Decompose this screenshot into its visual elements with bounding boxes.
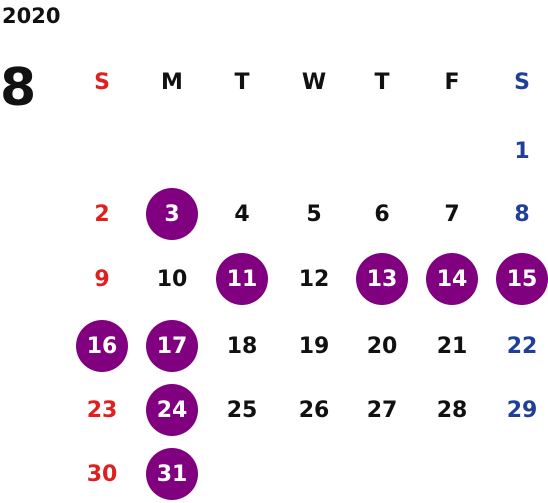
month-label: 8: [0, 58, 37, 118]
weekday-header: W: [301, 69, 327, 95]
calendar-day[interactable]: 1: [514, 138, 530, 164]
weekday-header: F: [444, 69, 460, 95]
year-label: 2020: [2, 4, 61, 28]
calendar-day-highlighted[interactable]: 16: [76, 320, 128, 372]
calendar-day-highlighted[interactable]: 14: [426, 253, 478, 305]
calendar-day[interactable]: 29: [506, 397, 538, 423]
weekday-header: S: [94, 69, 110, 95]
calendar-day[interactable]: 4: [234, 201, 250, 227]
calendar-day[interactable]: 20: [366, 333, 398, 359]
calendar-day[interactable]: 12: [298, 266, 330, 292]
calendar-day[interactable]: 6: [374, 201, 390, 227]
calendar-day[interactable]: 18: [226, 333, 258, 359]
calendar-day[interactable]: 10: [156, 266, 188, 292]
calendar-day[interactable]: 27: [366, 397, 398, 423]
calendar-day[interactable]: 22: [506, 333, 538, 359]
calendar-day[interactable]: 28: [436, 397, 468, 423]
calendar-day-highlighted[interactable]: 31: [146, 448, 198, 500]
calendar-day[interactable]: 26: [298, 397, 330, 423]
calendar-day[interactable]: 9: [94, 266, 110, 292]
calendar-day-highlighted[interactable]: 15: [496, 253, 548, 305]
calendar-day-highlighted[interactable]: 3: [146, 188, 198, 240]
weekday-header: T: [374, 69, 390, 95]
calendar-day[interactable]: 21: [436, 333, 468, 359]
weekday-header: M: [161, 69, 183, 95]
calendar-day[interactable]: 5: [306, 201, 322, 227]
calendar-day-highlighted[interactable]: 13: [356, 253, 408, 305]
calendar-day[interactable]: 19: [298, 333, 330, 359]
calendar-day[interactable]: 8: [514, 201, 530, 227]
calendar-day[interactable]: 2: [94, 201, 110, 227]
calendar-day-highlighted[interactable]: 17: [146, 320, 198, 372]
calendar-day[interactable]: 25: [226, 397, 258, 423]
calendar-day[interactable]: 7: [444, 201, 460, 227]
weekday-header: S: [514, 69, 530, 95]
weekday-header: T: [234, 69, 250, 95]
calendar-day-highlighted[interactable]: 24: [146, 384, 198, 436]
calendar-day[interactable]: 23: [86, 397, 118, 423]
calendar-day-highlighted[interactable]: 11: [216, 253, 268, 305]
calendar-day[interactable]: 30: [86, 461, 118, 487]
